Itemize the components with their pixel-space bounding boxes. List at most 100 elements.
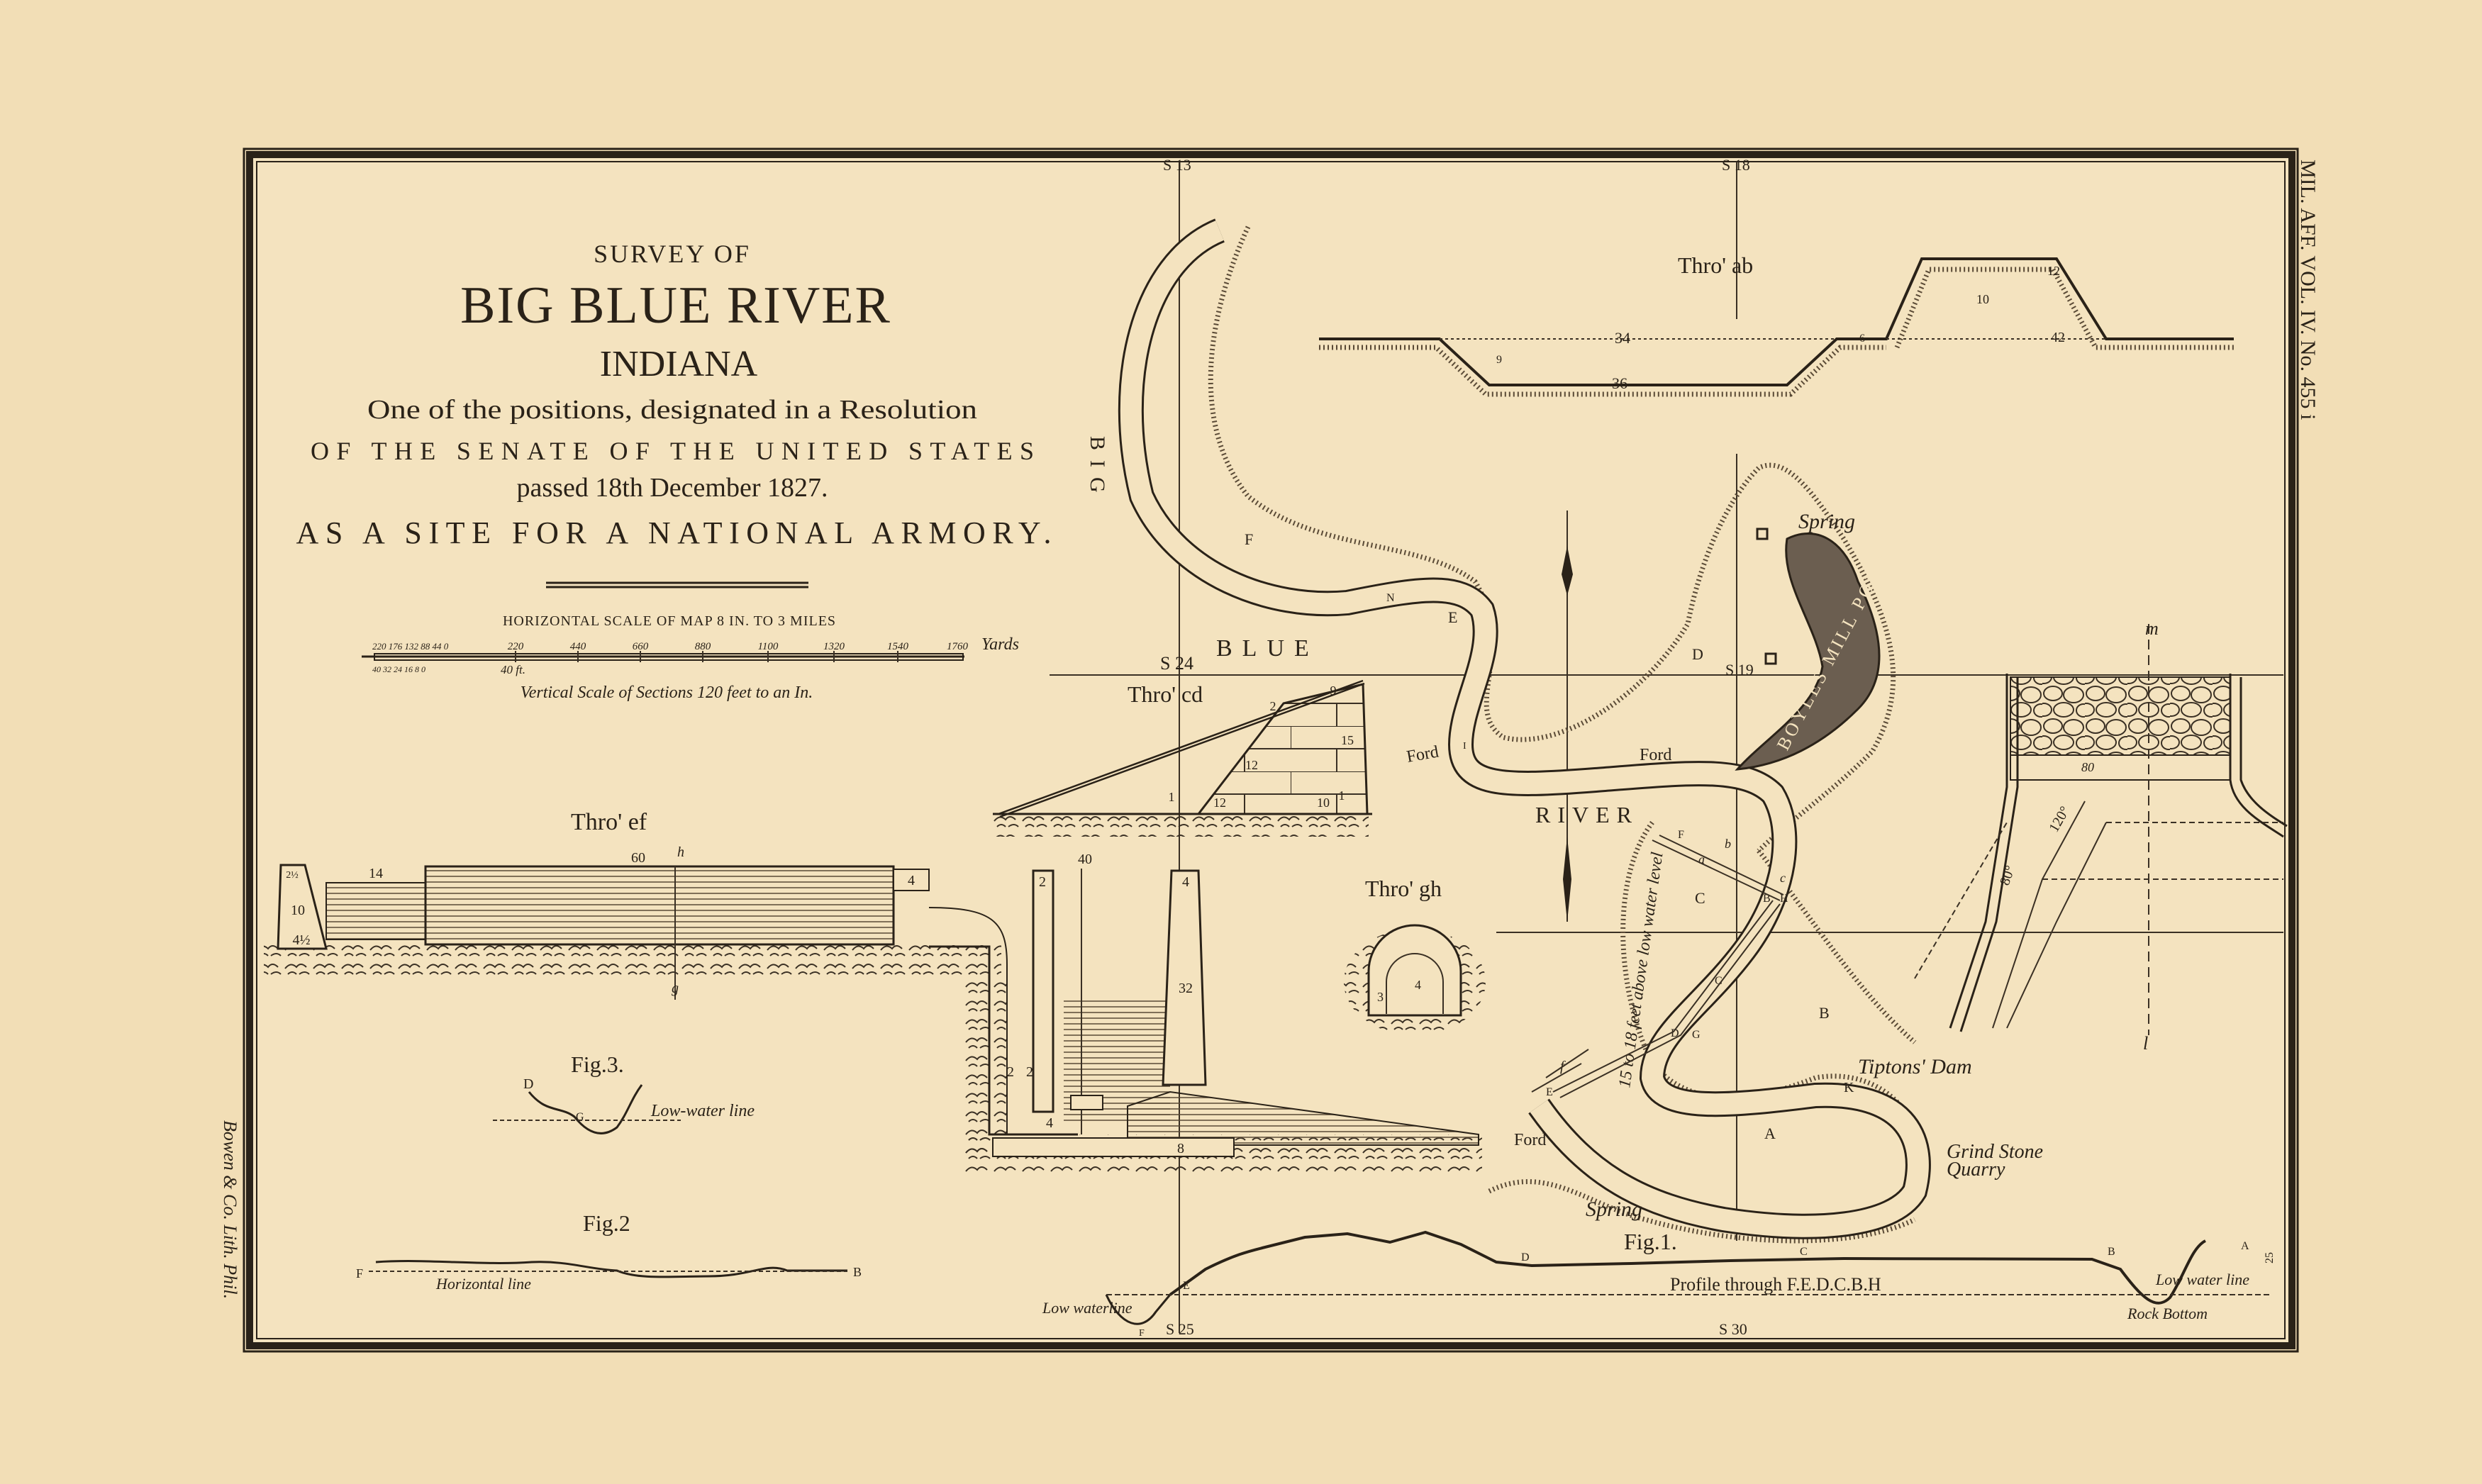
point-label: c (1780, 871, 1786, 885)
title-main: BIG BLUE RIVER (460, 277, 891, 335)
river-label-big: BIG (1086, 436, 1109, 503)
rock-bottom-label: Rock Bottom (2127, 1305, 2208, 1322)
scale-tick: 1760 (947, 641, 969, 652)
figure-1-profile: Fig.1. E D C B A F 25 Profile through F.… (1042, 1229, 2276, 1339)
profile-label: Profile through F.E.D.C.B.H (1670, 1274, 1881, 1295)
area-label-f: F (1245, 530, 1253, 548)
section-dimension: 10 (1976, 292, 1989, 306)
section-title: Thro' ef (571, 809, 647, 835)
title-state: INDIANA (600, 344, 758, 384)
figure-dimension: 25 (2264, 1252, 2276, 1263)
point-label: B (1763, 893, 1771, 905)
figure-label: Low-water line (650, 1102, 755, 1120)
point-label: a (1698, 852, 1705, 866)
section-dimension: 40 (1078, 852, 1092, 867)
scale-left-ticks: 220 176 132 88 44 0 (372, 641, 449, 652)
section-thro-gh: Thro' gh 3 4 (1344, 876, 1486, 1035)
low-water-label: Low waterline (1042, 1299, 1133, 1317)
area-label-b: B (1819, 1004, 1830, 1022)
section-dimension: 2 (1039, 874, 1046, 890)
section-dimension: 12 (1213, 796, 1226, 810)
lithographer-imprint: Bowen & Co. Lith. Phil. (220, 1120, 240, 1299)
spring-label: Spring (1586, 1198, 1642, 1221)
area-label-a: A (1764, 1125, 1776, 1142)
section-dimension: 4 (908, 873, 915, 888)
title-date: passed 18th December 1827. (517, 473, 828, 503)
station-s13: S 13 (1163, 156, 1191, 174)
section-thro-ef: Thro' ef 14 60 40 4 4 4 2 2 2 32 10 4½ (264, 809, 1482, 1173)
section-dimension: 14 (369, 866, 383, 881)
section-point: h (677, 844, 684, 860)
section-dimension: 60 (631, 850, 645, 866)
title-survey-of: SURVEY OF (594, 240, 751, 268)
point-label: G (1692, 1029, 1701, 1041)
ford-label: Ford (1640, 746, 1671, 764)
map-frame (243, 147, 2299, 1353)
section-dimension: 4 (1182, 874, 1189, 890)
scale-tick: 1320 (823, 641, 845, 652)
figure-title: Fig.2 (583, 1210, 630, 1236)
scale-bar: HORIZONTAL SCALE OF MAP 8 IN. TO 3 MILES… (362, 613, 1019, 702)
station-s30: S 30 (1719, 1320, 1747, 1338)
section-point: g (672, 981, 679, 996)
section-dimension: 15 (1341, 733, 1354, 747)
dam-label: Tiptons' Dam (1858, 1055, 1972, 1078)
scale-tick: 880 (695, 641, 711, 652)
river-label-blue: BLUE (1216, 635, 1319, 662)
section-dimension: 6 (1859, 333, 1865, 345)
figure-3: Fig.3. D G Low-water line (493, 1051, 755, 1134)
scale-tick: 220 (508, 641, 524, 652)
section-dimension: 1 (1169, 790, 1175, 804)
scale-feet-label: 40 ft. (501, 663, 525, 676)
point-label: N (1386, 592, 1395, 604)
area-label-c: C (1695, 889, 1705, 907)
section-dimension: 10 (291, 903, 305, 918)
point-label: F (1678, 829, 1684, 841)
quarry-label: Quarry (1947, 1159, 2005, 1181)
structure-dimension: 80 (2081, 760, 2094, 774)
section-dimension: 3 (1377, 990, 1384, 1004)
section-dimension: 4 (1415, 978, 1421, 992)
section-dimension: 36 (1612, 374, 1627, 392)
title-senate: OF THE SENATE OF THE UNITED STATES (311, 437, 1034, 465)
figure-point: D (523, 1076, 533, 1092)
figure-2: Fig.2 F B Horizontal line (356, 1210, 862, 1293)
station-s25: S 25 (1166, 1320, 1194, 1338)
section-dimension: 12 (1245, 758, 1258, 772)
title-rule (546, 581, 808, 588)
spring-label: Spring (1798, 510, 1855, 533)
title-resolution: One of the positions, designated in a Re… (367, 395, 977, 425)
point-label: D (1671, 1027, 1679, 1039)
section-dimension: 8 (1177, 1141, 1184, 1156)
north-arrow (1562, 546, 1573, 922)
point-label: b (1725, 837, 1731, 851)
section-title: Thro' gh (1365, 876, 1442, 901)
figure-point: A (2241, 1240, 2249, 1252)
section-dimension: 9 (1330, 684, 1337, 698)
area-label-e: E (1448, 608, 1457, 626)
point-label: K (1844, 1080, 1854, 1095)
scale-tick: 660 (633, 641, 649, 652)
scale-title: HORIZONTAL SCALE OF MAP 8 IN. TO 3 MILES (503, 613, 836, 629)
section-dimension: 32 (1179, 981, 1193, 996)
station-s18: S 18 (1722, 156, 1750, 174)
race-channels (1531, 835, 1784, 1098)
figure-point: F (1139, 1328, 1145, 1339)
structure-label-l: l (2143, 1033, 2148, 1054)
scale-tick: 1540 (887, 641, 909, 652)
section-dimension: 1 (1339, 788, 1345, 803)
structure-label-m: m (2145, 618, 2159, 639)
section-dimension: 34 (1615, 329, 1630, 347)
dam-plan-structure: m l 120° 80° 80 (1914, 618, 2288, 1054)
mill-building (1764, 652, 1777, 665)
volume-reference: MIL. AFF. VOL. IV. No. 455 i (2296, 160, 2320, 420)
boyles-mill-pond (1735, 532, 1881, 771)
scale-tick: 440 (570, 641, 586, 652)
point-label: E (1546, 1086, 1553, 1098)
station-s19: S 19 (1725, 661, 1754, 679)
mill-building (1756, 528, 1769, 540)
section-title: Thro' ab (1678, 252, 1753, 278)
section-dimension: 42 (2051, 330, 2065, 345)
figure-point: B (2108, 1246, 2115, 1258)
